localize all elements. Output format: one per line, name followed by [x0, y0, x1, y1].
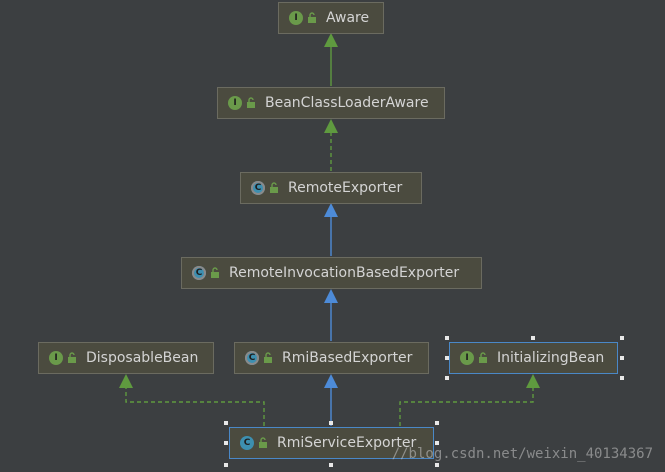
- lock-icon: [259, 437, 267, 448]
- resize-handle[interactable]: [435, 463, 439, 467]
- node-remote-invocation-based-exporter[interactable]: C RemoteInvocationBasedExporter: [181, 257, 482, 289]
- interface-badge-icon: I: [460, 351, 474, 365]
- node-label: RmiServiceExporter: [277, 435, 417, 451]
- resize-handle[interactable]: [435, 441, 439, 445]
- node-rmi-service-exporter[interactable]: C RmiServiceExporter: [229, 427, 434, 459]
- resize-handle[interactable]: [445, 376, 449, 380]
- resize-handle[interactable]: [620, 356, 624, 360]
- edge-rmiservice-initializingbean: [399, 374, 540, 426]
- resize-handle[interactable]: [329, 421, 333, 425]
- node-disposable-bean[interactable]: I DisposableBean: [38, 342, 214, 374]
- node-label: RemoteExporter: [288, 180, 403, 196]
- resize-handle[interactable]: [224, 463, 228, 467]
- node-rmi-based-exporter[interactable]: C RmiBasedExporter: [234, 342, 429, 374]
- node-remote-exporter[interactable]: C RemoteExporter: [240, 172, 422, 204]
- resize-handle[interactable]: [435, 421, 439, 425]
- resize-handle[interactable]: [531, 336, 535, 340]
- lock-icon: [247, 97, 255, 108]
- node-label: DisposableBean: [86, 350, 199, 366]
- watermark: //blog.csdn.net/weixin_40134367: [391, 446, 653, 462]
- node-aware[interactable]: I Aware: [278, 2, 384, 34]
- lock-icon: [264, 352, 272, 363]
- lock-icon: [68, 352, 76, 363]
- abstract-class-badge-icon: C: [245, 351, 259, 365]
- resize-handle[interactable]: [224, 441, 228, 445]
- abstract-class-badge-icon: C: [251, 181, 265, 195]
- node-bean-class-loader-aware[interactable]: I BeanClassLoaderAware: [217, 87, 445, 119]
- lock-icon: [308, 12, 316, 23]
- node-label: InitializingBean: [497, 350, 605, 366]
- node-label: RmiBasedExporter: [282, 350, 413, 366]
- node-label: RemoteInvocationBasedExporter: [229, 265, 460, 281]
- interface-badge-icon: I: [228, 96, 242, 110]
- resize-handle[interactable]: [620, 376, 624, 380]
- interface-badge-icon: I: [289, 11, 303, 25]
- class-badge-icon: C: [240, 436, 254, 450]
- lock-icon: [479, 352, 487, 363]
- interface-badge-icon: I: [49, 351, 63, 365]
- resize-handle[interactable]: [224, 421, 228, 425]
- resize-handle[interactable]: [445, 336, 449, 340]
- resize-handle[interactable]: [445, 356, 449, 360]
- node-initializing-bean[interactable]: I InitializingBean: [449, 342, 618, 374]
- edge-rmiservice-disposablebean: [119, 374, 265, 426]
- resize-handle[interactable]: [329, 463, 333, 467]
- node-label: Aware: [326, 10, 370, 26]
- lock-icon: [211, 267, 219, 278]
- abstract-class-badge-icon: C: [192, 266, 206, 280]
- resize-handle[interactable]: [620, 336, 624, 340]
- node-label: BeanClassLoaderAware: [265, 95, 429, 111]
- lock-icon: [270, 182, 278, 193]
